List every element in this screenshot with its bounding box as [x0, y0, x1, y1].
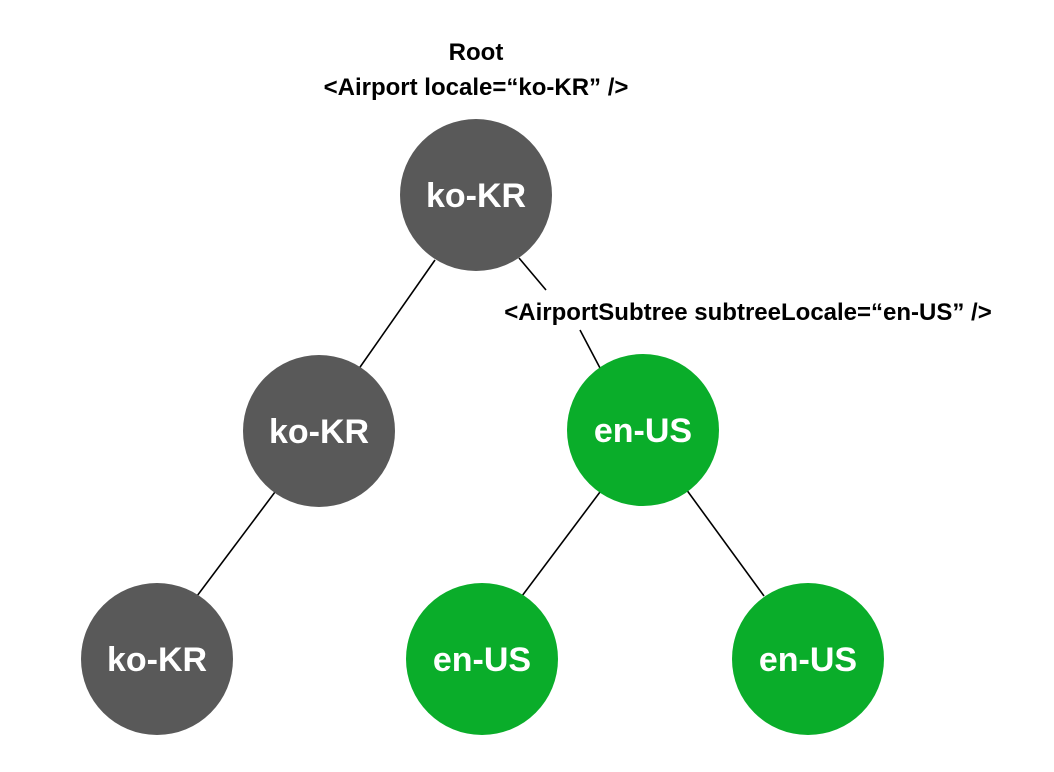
node-right-child-label: en-US — [594, 412, 692, 450]
node-right-grandchild-left: en-US — [406, 583, 558, 735]
edge-root-left — [357, 259, 436, 371]
node-right-child: en-US — [567, 354, 719, 506]
edge-right-grandchild-left — [521, 491, 601, 597]
edge-root-right-lower — [579, 329, 601, 369]
node-left-child: ko-KR — [243, 355, 395, 507]
node-left-grandchild-label: ko-KR — [107, 641, 207, 679]
edge-left-grandchild — [196, 491, 276, 597]
node-root: ko-KR — [400, 119, 552, 271]
node-right-grandchild-left-label: en-US — [433, 641, 531, 679]
node-left-child-label: ko-KR — [269, 413, 369, 451]
edge-root-right — [518, 257, 547, 291]
node-right-grandchild-right-label: en-US — [759, 641, 857, 679]
node-right-grandchild-right: en-US — [732, 583, 884, 735]
root-code-label: <Airport locale=“ko-KR” /> — [324, 74, 629, 101]
node-left-grandchild: ko-KR — [81, 583, 233, 735]
edge-right-grandchild-right — [685, 488, 765, 597]
root-title: Root — [449, 39, 504, 66]
node-root-label: ko-KR — [426, 177, 526, 215]
subtree-code-label: <AirportSubtree subtreeLocale=“en-US” /> — [504, 299, 991, 326]
